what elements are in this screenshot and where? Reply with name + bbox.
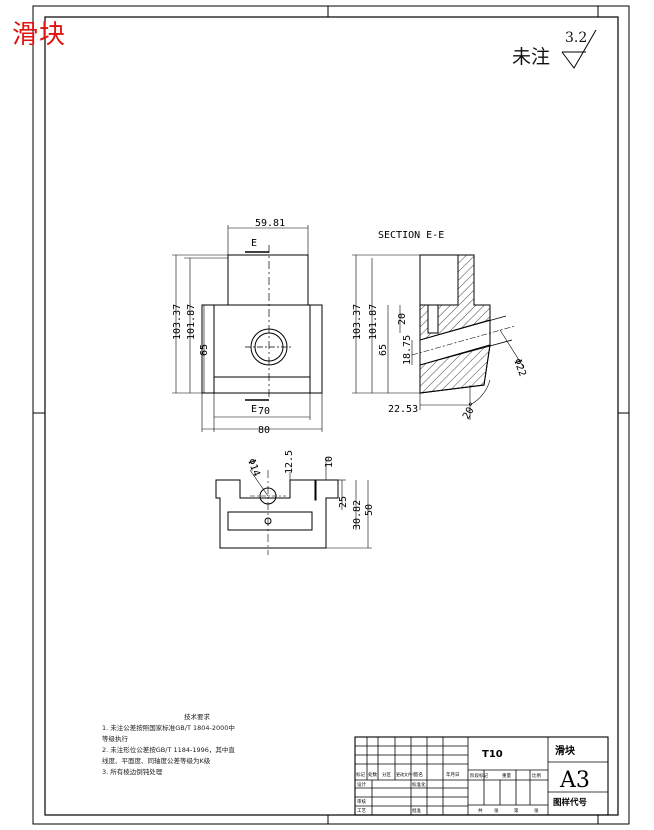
section-marker-top: E <box>251 238 257 249</box>
section-dim-diameter: Φ22 <box>511 357 528 378</box>
tb-left-label-0: 设计 <box>357 781 366 788</box>
section-dim-total-height: 103.37 <box>352 304 363 340</box>
section-view <box>352 254 525 420</box>
note-item: 等级执行 <box>102 735 128 743</box>
notes-heading: 技术要求 <box>184 713 210 721</box>
tb-bottom-label-2: 第 <box>514 807 519 814</box>
tb-left-label-2: 工艺 <box>357 808 366 814</box>
tb-row-label-2: 分区 <box>382 771 391 778</box>
section-view-labels: SECTION E-E 103.37 101.87 65 20 18.75 Φ2… <box>352 230 528 422</box>
section-dim-angle: 20° <box>461 400 480 421</box>
note-item: 1. 未注公差按照国家标准GB/T 1804-2000中 <box>102 724 235 732</box>
top-dim-25: 25 <box>338 496 349 508</box>
tb-part-name: 滑块 <box>555 744 576 757</box>
roughness-symbol <box>561 29 597 69</box>
top-dim-10: 10 <box>324 456 335 468</box>
section-dim-height-2: 101.87 <box>368 304 379 340</box>
roughness-value: 3.2 <box>565 30 588 46</box>
section-dim-offset: 22.53 <box>388 404 418 415</box>
top-view <box>215 458 372 555</box>
tb-material: T10 <box>482 749 503 760</box>
tb-bottom-label-0: 共 <box>478 807 483 814</box>
tb-left-label-3: 标准化 <box>412 781 426 788</box>
note-item: 线度、平面度、同轴度公差等级为K级 <box>102 757 211 765</box>
tb-row-label-1: 处数 <box>368 771 377 778</box>
tb-stage-label-0: 阶段标记 <box>470 772 488 779</box>
top-dim-30-82: 30.82 <box>352 500 363 530</box>
tb-row-label-3: 更改文件号 <box>396 771 416 777</box>
section-dim-hole-pos: 18.75 <box>402 335 413 365</box>
tb-stage-label-2: 比例 <box>532 772 541 779</box>
top-dim-hole-dia: Φ14 <box>245 457 262 478</box>
technical-notes: 技术要求 1. 未注公差按照国家标准GB/T 1804-2000中 等级执行 2… <box>102 712 332 778</box>
section-marker-bottom: E <box>251 404 257 415</box>
top-view-labels: Φ14 12.5 10 25 30.82 50 <box>245 450 375 530</box>
tb-row-label-4: 签名 <box>414 771 423 778</box>
top-dim-12-5: 12.5 <box>284 450 295 474</box>
top-dim-50: 50 <box>364 504 375 516</box>
tb-bottom-label-3: 张 <box>534 807 539 814</box>
dim-top-width: 59.81 <box>255 218 285 229</box>
section-dim-slot: 20 <box>397 313 408 325</box>
title-block-labels: T10 滑块 A3 图样代号 标记 处数 分区 更改文件号 签名 年月日 设计 … <box>356 744 590 814</box>
tb-sheet-size: A3 <box>559 768 590 793</box>
dim-total-height: 103.37 <box>172 304 183 340</box>
note-item: 3. 所有棱边倒钝处理 <box>102 768 163 776</box>
tb-bottom-label-1: 张 <box>494 807 499 814</box>
section-title: SECTION E-E <box>378 230 444 241</box>
tb-stage-label-1: 重量 <box>502 772 511 779</box>
section-dim-height-3: 65 <box>378 344 389 356</box>
front-view-labels: 59.81 E E 70 80 103.37 101.87 65 <box>172 218 285 436</box>
part-title: 滑块 <box>12 20 67 50</box>
note-item: 2. 未注形位公差按GB/T 1184-1996，其中直 <box>102 746 235 754</box>
title-block <box>354 736 609 816</box>
front-view <box>172 225 323 432</box>
dim-outer-width: 80 <box>258 425 270 436</box>
dim-height-3: 65 <box>199 344 210 356</box>
tb-left-label-1: 审核 <box>357 798 366 805</box>
tb-drawing-code: 图样代号 <box>553 797 588 808</box>
sheet-border <box>32 5 630 825</box>
surface-note-label: 未注 <box>512 46 551 68</box>
dim-inner-width: 70 <box>258 406 270 417</box>
tb-row-label-0: 标记 <box>356 771 365 778</box>
dim-height-2: 101.87 <box>186 304 197 340</box>
tb-row-label-5: 年月日 <box>446 771 460 778</box>
tb-left-label-4: 批准 <box>412 807 421 814</box>
